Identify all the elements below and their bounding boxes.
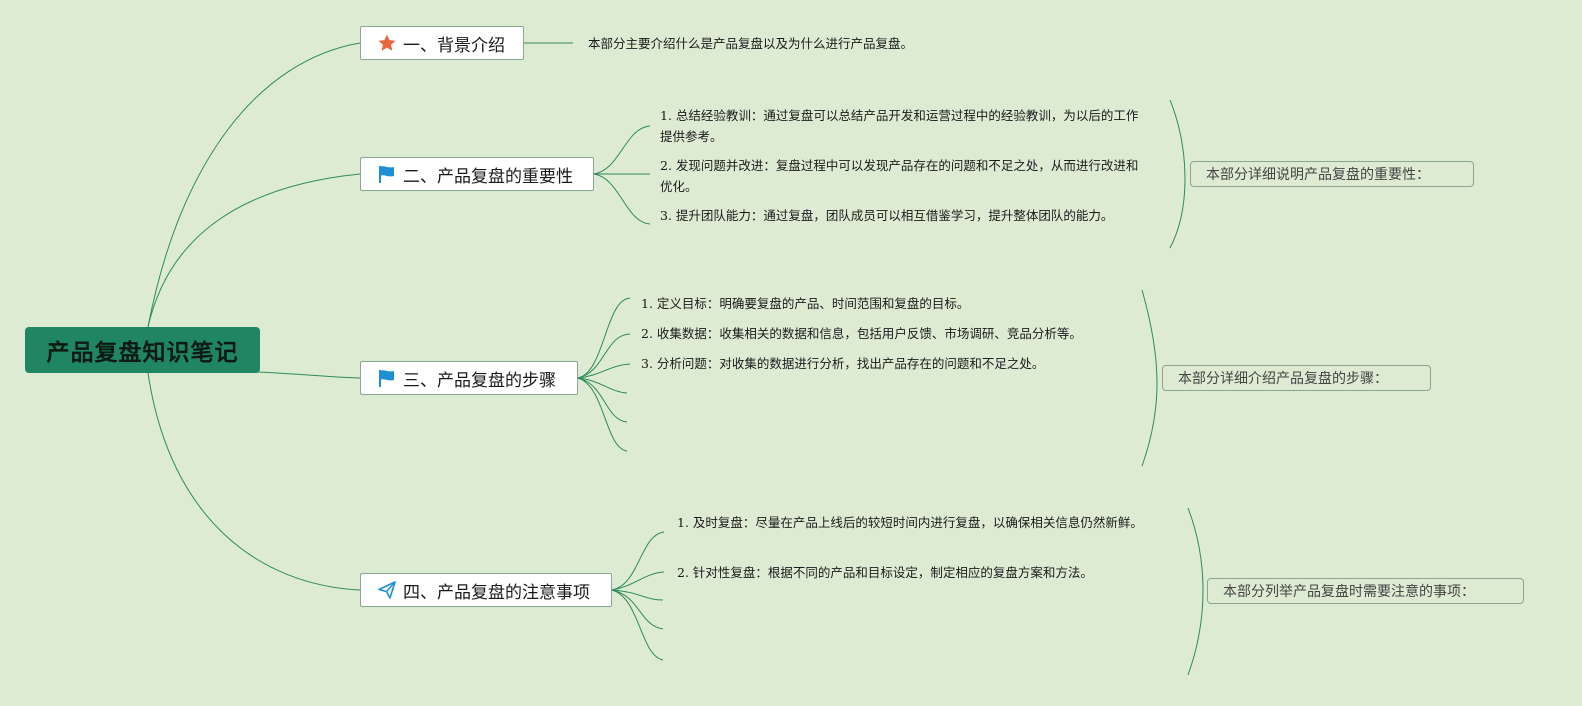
summary-brace-importance — [1169, 99, 1186, 249]
connector-topic2-item3 — [593, 173, 651, 225]
flag-icon — [377, 164, 397, 184]
importance-item-2: 2. 发现问题并改进：复盘过程中可以发现产品存在的问题和不足之处，从而进行改进和… — [660, 155, 1150, 197]
connector-topic4-empty3 — [611, 589, 664, 661]
topic-steps[interactable]: 三、产品复盘的步骤 — [360, 361, 578, 395]
item-number: 2. — [677, 565, 689, 580]
summary-importance[interactable]: 本部分详细说明产品复盘的重要性： — [1190, 161, 1474, 187]
connector-topic4-empty1 — [611, 589, 664, 601]
connector-topic3-empty2 — [577, 377, 628, 423]
importance-item-1: 1. 总结经验教训：通过复盘可以总结产品开发和运营过程中的经验教训，为以后的工作… — [660, 105, 1150, 147]
item-text: 针对性复盘：根据不同的产品和目标设定，制定相应的复盘方案和方法。 — [692, 565, 1093, 580]
paper-plane-icon — [377, 580, 397, 600]
topic-label: 三、产品复盘的步骤 — [403, 370, 556, 391]
background-note: 本部分主要介绍什么是产品复盘以及为什么进行产品复盘。 — [588, 36, 914, 51]
connector-topic3-empty1 — [577, 377, 628, 394]
connector-topic4-item2 — [611, 571, 665, 591]
item-text: 提升团队能力：通过复盘，团队成员可以相互借鉴学习，提升整体团队的能力。 — [675, 208, 1114, 223]
importance-item-3: 3. 提升团队能力：通过复盘，团队成员可以相互借鉴学习，提升整体团队的能力。 — [660, 205, 1150, 226]
topic-label: 四、产品复盘的注意事项 — [403, 582, 590, 603]
item-number: 3. — [641, 356, 653, 371]
item-number: 1. — [677, 515, 689, 530]
topic-importance[interactable]: 二、产品复盘的重要性 — [360, 157, 594, 191]
item-number: 2. — [641, 326, 653, 341]
connector-root-topic1 — [147, 42, 361, 328]
steps-item-3: 3. 分析问题：对收集的数据进行分析，找出产品存在的问题和不足之处。 — [641, 353, 1044, 374]
connector-topic3-item3 — [577, 363, 631, 379]
topic-label: 二、产品复盘的重要性 — [403, 166, 573, 187]
summary-steps[interactable]: 本部分详细介绍产品复盘的步骤： — [1162, 365, 1431, 391]
connector-topic4-empty2 — [611, 589, 664, 630]
item-text: 发现问题并改进：复盘过程中可以发现产品存在的问题和不足之处，从而进行改进和优化。 — [660, 158, 1139, 194]
item-number: 1. — [660, 108, 672, 123]
star-icon — [377, 33, 397, 53]
item-number: 2. — [660, 158, 672, 173]
connector-topic2-item1 — [593, 125, 651, 175]
item-text: 总结经验教训：通过复盘可以总结产品开发和运营过程中的经验教训，为以后的工作提供参… — [660, 108, 1139, 144]
steps-item-1: 1. 定义目标：明确要复盘的产品、时间范围和复盘的目标。 — [641, 293, 969, 314]
item-text: 定义目标：明确要复盘的产品、时间范围和复盘的目标。 — [656, 296, 970, 311]
summary-brace-steps — [1141, 289, 1158, 467]
connector-root-topic3 — [257, 371, 361, 379]
connector-topic4-item1 — [611, 531, 665, 591]
topic-label: 一、背景介绍 — [403, 35, 505, 56]
connector-topic3-item1 — [577, 297, 631, 379]
flag-icon — [377, 368, 397, 388]
notes-item-1: 1. 及时复盘：尽量在产品上线后的较短时间内进行复盘，以确保相关信息仍然新鲜。 — [677, 512, 1172, 533]
summary-notes[interactable]: 本部分列举产品复盘时需要注意的事项： — [1207, 578, 1524, 604]
topic-background[interactable]: 一、背景介绍 — [360, 26, 524, 60]
connector-topic3-item2 — [577, 333, 631, 379]
notes-item-2: 2. 针对性复盘：根据不同的产品和目标设定，制定相应的复盘方案和方法。 — [677, 562, 1093, 583]
item-number: 1. — [641, 296, 653, 311]
item-number: 3. — [660, 208, 672, 223]
summary-brace-notes — [1187, 507, 1204, 676]
item-text: 及时复盘：尽量在产品上线后的较短时间内进行复盘，以确保相关信息仍然新鲜。 — [692, 515, 1143, 530]
item-text: 分析问题：对收集的数据进行分析，找出产品存在的问题和不足之处。 — [656, 356, 1045, 371]
connector-root-topic4 — [147, 372, 361, 591]
topic-notes[interactable]: 四、产品复盘的注意事项 — [360, 573, 612, 607]
connector-root-topic2 — [147, 173, 361, 328]
root-topic[interactable]: 产品复盘知识笔记 — [25, 327, 260, 373]
steps-item-2: 2. 收集数据：收集相关的数据和信息，包括用户反馈、市场调研、竞品分析等。 — [641, 323, 1082, 344]
connector-topic3-empty3 — [577, 377, 628, 452]
item-text: 收集数据：收集相关的数据和信息，包括用户反馈、市场调研、竞品分析等。 — [656, 326, 1082, 341]
